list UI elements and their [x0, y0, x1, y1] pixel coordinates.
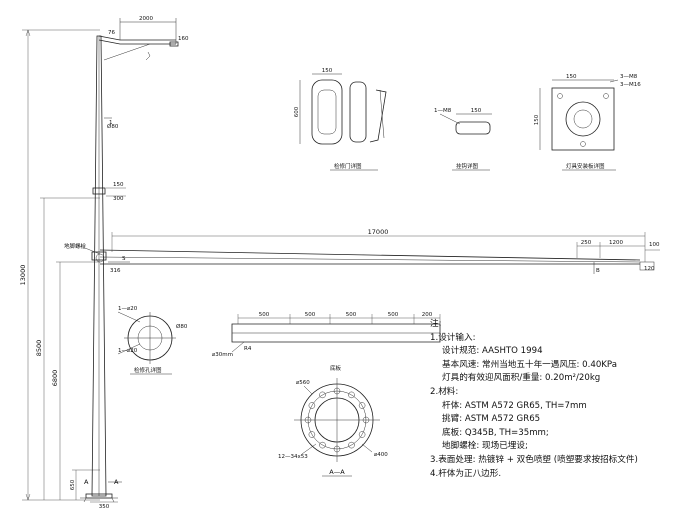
- dim-long-arm: 17000: [368, 228, 389, 236]
- dim-arm-top-length: 2000: [139, 16, 153, 22]
- svg-text:Ø80: Ø80: [107, 123, 119, 130]
- dim-collar-width: 150: [113, 182, 124, 188]
- note-3: 3.表面处理: 热镀锌 + 双色喷塑 (喷塑要求按招标文件): [430, 454, 638, 465]
- collar-dims: 150 300: [106, 182, 126, 202]
- note-1a: 设计规范: AASHTO 1994: [442, 346, 543, 357]
- section-aa-caption: A—A: [329, 468, 345, 476]
- plate-detail: 150 600 检修门详图: [294, 68, 387, 171]
- flange-bolt-label: 12—34x53: [278, 454, 308, 460]
- segment-detail: 500 500 500 500 200 ⌀30mm R4: [212, 312, 441, 358]
- dim-lower-height: 6800: [51, 370, 59, 387]
- segment-5: 200: [422, 312, 433, 318]
- note-1b: 基本风速: 常州当地五十年一遇风压: 0.40KPa: [442, 359, 617, 370]
- note-2a: 杆体: ASTM A572 GR65, TH=7mm: [442, 400, 587, 411]
- svg-text:B: B: [596, 268, 600, 274]
- dim-arm-tip-extra: 250: [581, 240, 592, 246]
- note-4: 4.杆体为正八边形.: [430, 468, 502, 479]
- flange-inner-label: ⌀400: [374, 452, 388, 458]
- dim-square-plate-w: 150: [566, 74, 577, 80]
- long-arm: 17000 250 1200 100 120 B 316 地脚螺栓 S: [64, 228, 660, 274]
- overall-height-dimensions: 13000 8500 6800 650: [19, 29, 100, 501]
- design-notes: 注: 1.设计输入: 设计规范: AASHTO 1994 基本风速: 常州当地五…: [430, 318, 700, 481]
- bolt-holes: [304, 387, 370, 453]
- dim-arm-tip-length: 1200: [609, 240, 623, 246]
- dim-bracket-width: 150: [471, 108, 482, 114]
- bracket-caption: 挂钩详图: [456, 162, 479, 170]
- arm-joint-label: 地脚螺栓: [64, 242, 87, 250]
- dim-arm-tip-end: 120: [644, 266, 655, 272]
- dim-square-plate-h: 150: [534, 114, 540, 125]
- note-2b: 挑臂: ASTM A572 GR65: [442, 414, 541, 425]
- square-plate-detail: 150 150 3—M8 3—M16 灯具安装板详图: [534, 74, 641, 171]
- segment-2: 500: [305, 312, 316, 318]
- note-2: 2.材料:: [430, 386, 459, 397]
- dim-collar-height: 300: [113, 196, 124, 202]
- dim-base-width: 350: [99, 504, 110, 510]
- segment-1: 500: [259, 312, 270, 318]
- plate-caption: 检修门详图: [334, 162, 362, 170]
- segment-dia-label: ⌀30mm: [212, 352, 233, 358]
- base-dims: 350 A A: [84, 478, 122, 510]
- segment-3: 500: [346, 312, 357, 318]
- dim-base-offset: 650: [70, 479, 76, 490]
- svg-text:Ø80: Ø80: [176, 323, 188, 330]
- bracket-detail: 150 1—M8 挂钩详图: [434, 108, 492, 171]
- gusset-caption: 检修孔详图: [134, 366, 162, 374]
- pole-mark: 1: [109, 120, 113, 126]
- note-1: 1.设计输入:: [430, 332, 476, 343]
- svg-text:A: A: [84, 478, 89, 486]
- square-plate-caption: 灯具安装板详图: [566, 162, 605, 170]
- dim-arm-root: 316: [110, 268, 121, 274]
- segment-joint-label: R4: [244, 346, 252, 352]
- dim-total-height: 13000: [19, 265, 27, 286]
- note-1c: 灯具的有效迎风面积/重量: 0.20m²/20kg: [442, 373, 601, 384]
- segment-4: 500: [388, 312, 399, 318]
- flange-outer-label: ⌀560: [296, 380, 310, 386]
- dim-plate-width: 150: [322, 68, 333, 74]
- flange-section: 底板 ⌀560 ⌀400 12—34x53 A—A: [278, 364, 388, 477]
- bracket-label: 1—M8: [434, 108, 452, 114]
- gusset-bottom-label: 1—⌀20: [118, 348, 138, 354]
- gusset-top-label: 1—⌀20: [118, 306, 138, 312]
- dim-arm-top-rise: 76: [108, 30, 115, 36]
- svg-text:底板: 底板: [330, 364, 342, 372]
- dim-upper-height: 8500: [35, 340, 43, 357]
- svg-text:S: S: [122, 256, 126, 262]
- dim-arm-tip-height: 100: [649, 242, 660, 248]
- note-2c: 底板: Q345B, TH=35mm;: [442, 427, 549, 438]
- note-2d: 地脚螺栓: 现场已埋设;: [442, 441, 528, 452]
- gusset-detail: 1—⌀20 1—⌀20 Ø80 检修孔详图: [117, 306, 188, 375]
- notes-title: 注:: [430, 319, 442, 329]
- square-plate-label: 3—M8: [620, 74, 638, 80]
- top-arm: 2000 76 160: [98, 16, 189, 61]
- square-plate-sublabel: 3—M16: [620, 82, 641, 88]
- dim-arm-top-hole: 160: [178, 36, 189, 42]
- dim-plate-height: 600: [294, 106, 300, 117]
